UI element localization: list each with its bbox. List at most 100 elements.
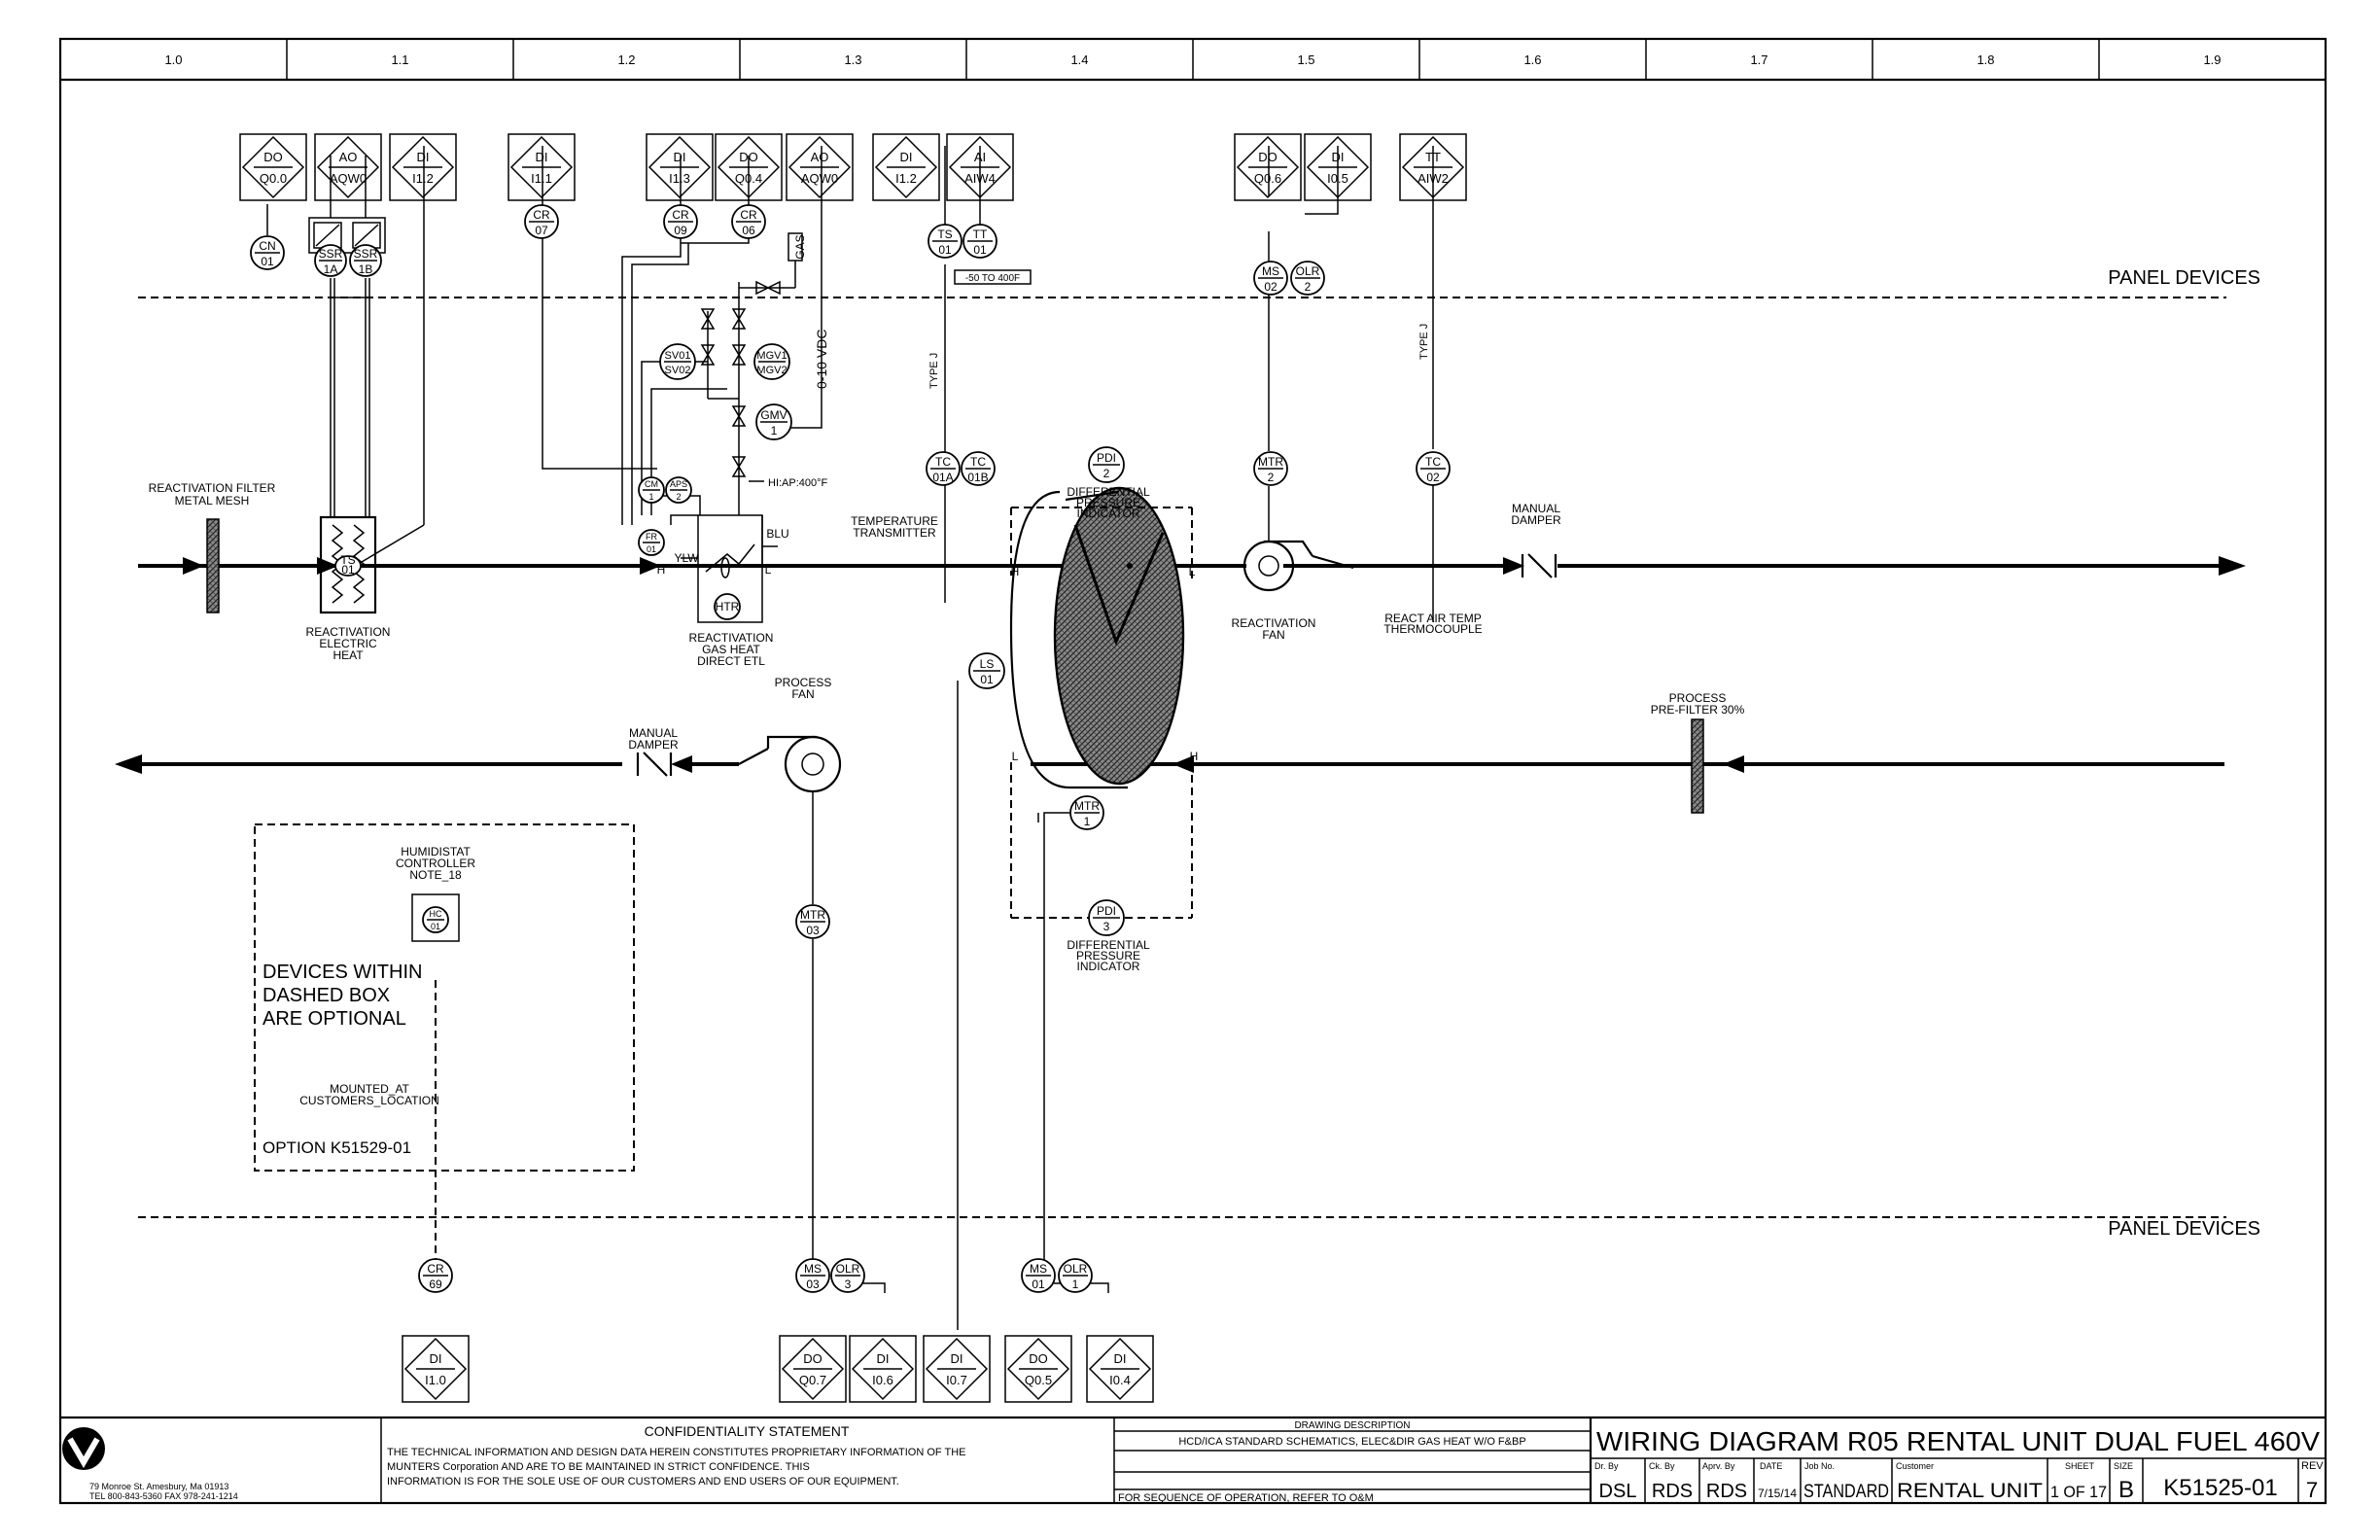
prefilter-label-1: PROCESS xyxy=(1669,691,1727,705)
bubble-number: 01 xyxy=(431,922,440,931)
bubble-ms02: MS 02 xyxy=(1253,261,1288,296)
io-address: AIW2 xyxy=(1418,171,1449,186)
wheel-l-top: L xyxy=(1189,565,1196,578)
bubble-tag: CR xyxy=(533,208,550,222)
io-type: DI xyxy=(1114,1351,1127,1366)
approved-by: RDS xyxy=(1706,1481,1747,1502)
reactivation-filter xyxy=(206,518,220,613)
io-address: I0.5 xyxy=(1327,171,1348,186)
io-address: Q0.0 xyxy=(260,171,287,186)
io-address: I1.0 xyxy=(425,1373,446,1387)
bubble-tag: MTR xyxy=(1258,455,1283,469)
damper1-label-1: MANUAL xyxy=(1512,502,1560,515)
zone-label: 1.3 xyxy=(844,52,861,67)
bubble-tag: TC xyxy=(935,455,951,469)
prefilter-label-2: PRE-FILTER 30% xyxy=(1651,703,1745,717)
confidentiality-line-3: INFORMATION IS FOR THE SOLE USE OF OUR C… xyxy=(387,1476,899,1488)
io-type: DI xyxy=(674,150,686,164)
bubble-tag: FR xyxy=(646,532,657,542)
process-prefilter xyxy=(1691,718,1704,814)
bubble-tag: HC xyxy=(430,909,442,919)
dpi-top-label-1: DIFFERENTIAL xyxy=(1067,485,1150,499)
io-address: AQW0 xyxy=(801,171,838,186)
io-address: AIW4 xyxy=(964,171,996,186)
approved-by-header: Aprv. By xyxy=(1702,1461,1735,1471)
bubble-number: 02 xyxy=(1264,280,1278,294)
bubble-number: 07 xyxy=(535,224,548,237)
bubble-tag: TT xyxy=(973,228,988,241)
io-boxes: DOQ0.0AOAQW0DII1.2DII1.1DII1.3DOQ0.4AOAQ… xyxy=(239,133,1467,1403)
bubble-number: 69 xyxy=(429,1278,442,1291)
gas-heat-label-3: DIRECT ETL xyxy=(697,654,765,668)
manual-damper-process xyxy=(636,752,673,777)
react-fan-label-1: REACTIVATION xyxy=(1232,616,1316,630)
zone-label: 1.8 xyxy=(1977,52,1994,67)
bubble-number: 03 xyxy=(806,924,820,937)
title-block xyxy=(60,1416,2326,1503)
dpi-bottom-label-2: PRESSURE xyxy=(1076,949,1140,962)
drawing-title: WIRING DIAGRAM R05 RENTAL UNIT DUAL FUEL… xyxy=(1596,1426,2320,1456)
bubble-number: 01 xyxy=(261,255,274,268)
size-header: SIZE xyxy=(2114,1461,2133,1471)
gas-l-label: L xyxy=(765,563,772,577)
elec-heat-label-3: HEAT xyxy=(332,648,364,662)
io-type: DO xyxy=(263,150,283,164)
zone-label: 1.2 xyxy=(617,52,635,67)
bubble-tag: MS xyxy=(804,1262,822,1276)
bubble-tag: CN xyxy=(259,239,275,253)
bubble-mtr1: MTR 1 xyxy=(1069,795,1104,830)
io-box-b1: DO Q0.0 xyxy=(239,133,307,201)
io-type: DI xyxy=(417,150,430,164)
process-fan xyxy=(738,735,842,1260)
bubble-tag: MTR xyxy=(1074,799,1100,813)
bubble-tag: OLR xyxy=(836,1262,860,1276)
bubble-number: 2 xyxy=(1268,471,1275,484)
bubble-number: 01B xyxy=(967,471,988,484)
bubble-number: 01 xyxy=(938,243,952,257)
optional-note-1: DEVICES WITHIN xyxy=(262,962,422,983)
customer-header: Customer xyxy=(1896,1461,1934,1471)
io-box-b9: AI AIW4 xyxy=(946,133,1014,201)
reactivation-electric-heater: TS 01 xyxy=(319,146,425,614)
bubble-tag: MS xyxy=(1262,264,1279,278)
zone-label: 1.9 xyxy=(2203,52,2221,67)
io-type: AO xyxy=(339,150,358,164)
io-type: AI xyxy=(974,150,986,164)
bubble-number: 1 xyxy=(648,492,653,502)
io-address: AQW0 xyxy=(330,171,367,186)
bubble-cm: CM1 xyxy=(638,476,665,504)
date-header: DATE xyxy=(1760,1461,1782,1471)
damper2-label-2: DAMPER xyxy=(628,738,679,752)
hc01-box xyxy=(411,893,460,942)
confidentiality-line-2: MUNTERS Corporation AND ARE TO BE MAINTA… xyxy=(387,1461,810,1473)
mtr1-wire xyxy=(1043,812,1087,1260)
panel-devices-label-top: PANEL DEVICES xyxy=(2108,267,2260,289)
bubble-number: 1 xyxy=(1084,815,1091,828)
range-box xyxy=(954,269,1032,285)
bubble-tag: SV01 xyxy=(665,350,691,362)
bubble-cr07: CR 07 xyxy=(524,204,559,239)
bubble-tag: SSR xyxy=(354,247,378,261)
date: 7/15/14 xyxy=(1758,1487,1797,1500)
vdc-label: 0-10 VDC xyxy=(814,330,829,389)
dpi-bottom-label-1: DIFFERENTIAL xyxy=(1067,938,1150,952)
io-type: DI xyxy=(536,150,548,164)
hi-ap-label: HI:AP:400°F xyxy=(768,477,828,489)
io-type: DI xyxy=(900,150,913,164)
bubble-number: 3 xyxy=(1103,920,1110,933)
io-address: Q0.7 xyxy=(799,1373,826,1387)
